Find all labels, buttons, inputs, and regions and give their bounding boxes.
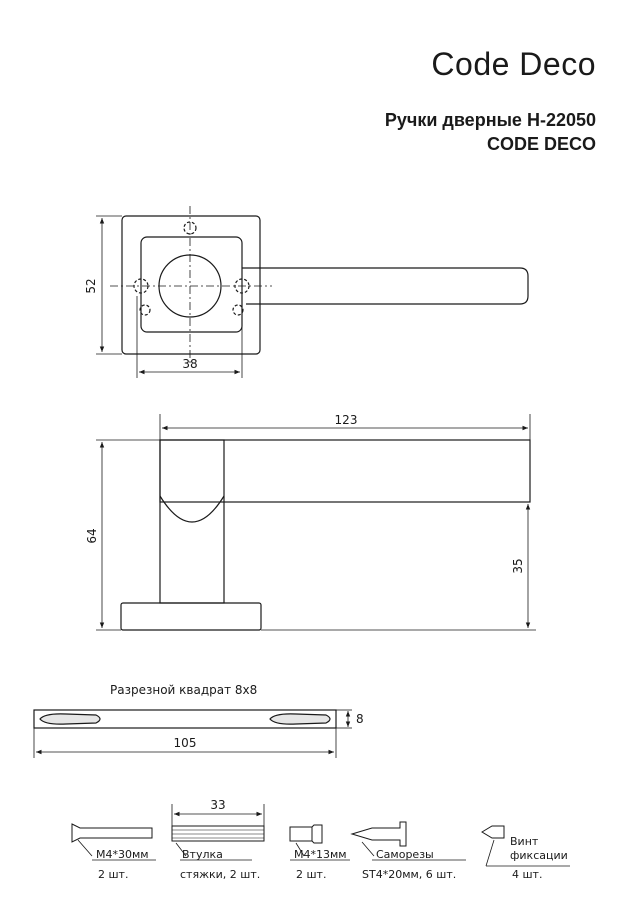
base-rosette [120,602,262,631]
dim-35: 35 [511,558,525,573]
dim-33: 33 [210,798,225,812]
parts-row [71,804,570,867]
lever-bar [159,439,531,503]
screw-hole-br [232,304,244,316]
top-view [96,206,529,378]
part-name-self-tapping: Саморезы [376,848,434,861]
part-name-m4-13: M4*13мм [294,848,347,861]
document-title: Ручки дверные H-22050 CODE DECO [385,108,596,156]
part-qty-m4-13: 2 шт. [296,868,326,881]
spindle-caption: Разрезной квадрат 8x8 [110,683,257,697]
screw-hole-bl [139,304,151,316]
sleeve-icon [171,825,265,842]
part-qty-m4-30: 2 шт. [98,868,128,881]
part-qty-self-tapping: ST4*20мм, 6 шт. [362,868,456,881]
screw-m4-13-icon [289,824,323,844]
spindle-bar [33,709,352,758]
dim-52: 52 [84,278,98,293]
lever-top [242,267,529,305]
part-name-sleeve: Втулка [182,848,223,861]
dim-123: 123 [335,413,358,427]
dim-105: 105 [174,736,197,750]
dim-8: 8 [356,712,364,726]
part-name-set-screw-1: Винт [510,835,539,848]
title-line-2: CODE DECO [486,134,596,154]
side-view [96,414,536,631]
neck-curve [159,495,225,523]
self-tapping-screw-icon [350,821,407,847]
part-qty-sleeve: стяжки, 2 шт. [180,868,260,881]
title-line-1: Ручки дверные H-22050 [384,110,596,130]
dim-38: 38 [182,357,197,371]
part-name-set-screw-2: фиксации [510,849,568,862]
set-screw-icon [481,825,505,839]
part-name-m4-30: M4*30мм [96,848,149,861]
part-qty-set-screw: 4 шт. [512,868,542,881]
brand-logo-text: Code Deco [431,46,596,82]
inner-rosette [140,236,243,333]
dim-64: 64 [85,528,99,543]
outer-rosette [121,215,261,355]
screw-m4-30-icon [71,823,153,843]
